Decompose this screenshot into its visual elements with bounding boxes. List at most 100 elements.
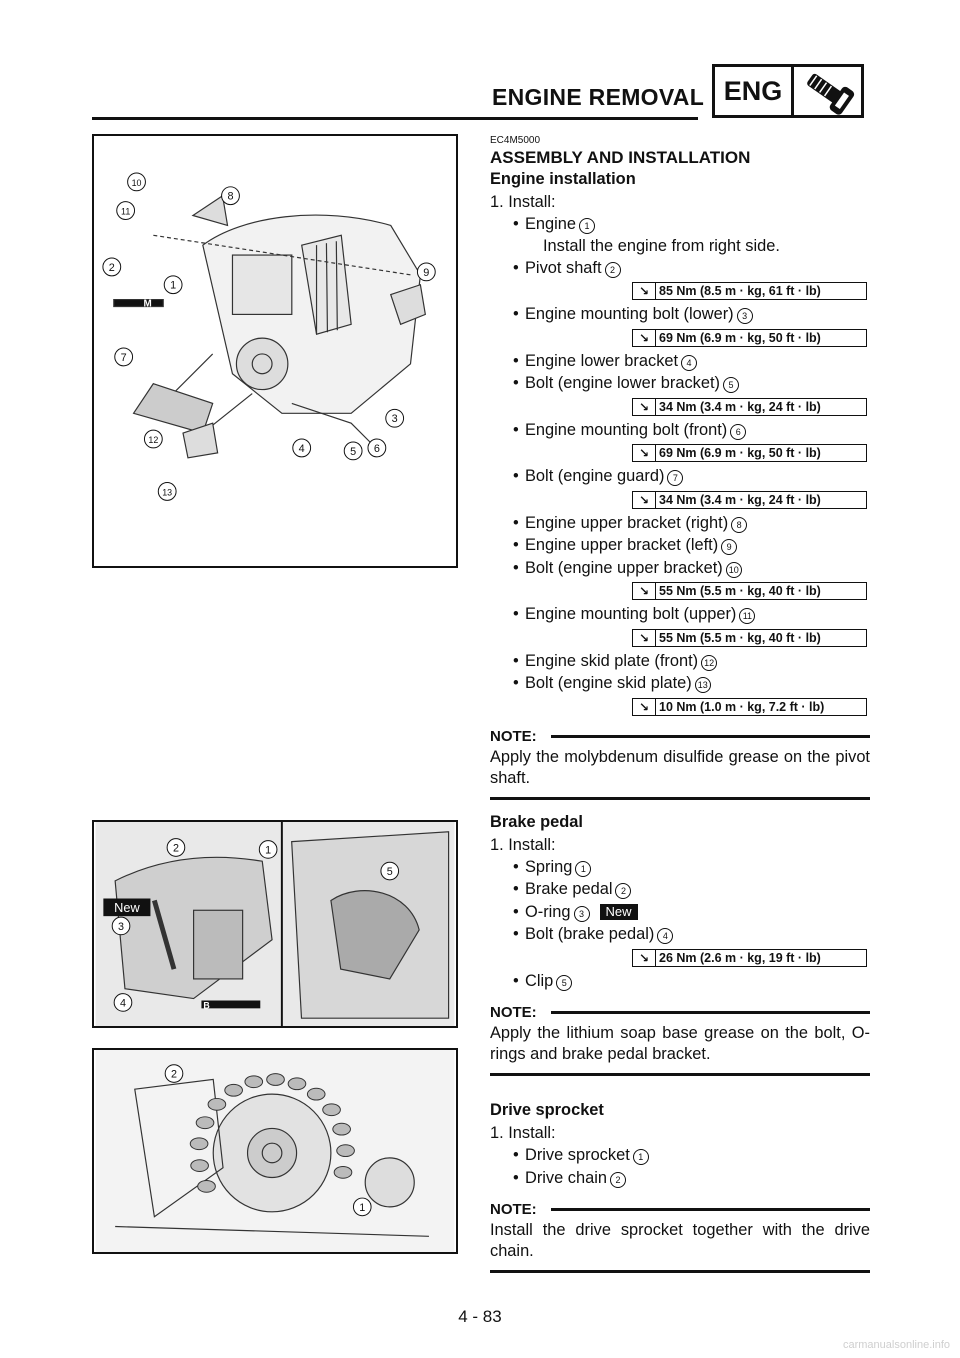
callout-circle [127,172,146,192]
callout-number: 3 [573,905,590,922]
item-label: Engine skid plate (front) [525,651,699,670]
callout-circle [116,201,136,220]
torque-spec: ↘85 Nm (8.5 m · kg, 61 ft · lb) [632,282,867,300]
chain-link [287,1077,307,1091]
callout-number: 3 [736,308,753,324]
callout-label: 13 [162,487,172,497]
callout-number: 1 [632,1149,649,1165]
list-item: Engine mounting bolt (upper)11 [513,604,870,626]
callout-label: 4 [299,443,305,455]
callout-label: 1 [359,1202,365,1214]
sprocket-step: 1. Install: [490,1124,556,1142]
callout-circle [258,840,278,859]
item-instruction: Install the engine from right side. [543,236,780,255]
callout-label: 9 [423,267,429,279]
item-label: Bolt (engine guard) [525,467,665,485]
callout-number: 2 [604,261,621,278]
header-rule [92,117,698,120]
item-label: Drive chain [525,1168,607,1187]
callout-number: 1 [579,218,596,234]
chain-link [244,1075,264,1089]
callout-label: 12 [148,435,158,445]
chain-link [322,1103,341,1117]
grease-mark-label: B [203,1000,209,1010]
engine-note: NOTE: Apply the molybdenum disulfide gre… [490,726,870,800]
chain-link [207,1097,227,1111]
torque-spec: ↘26 Nm (2.6 m · kg, 19 ft · lb) [632,948,867,967]
callout-number: 12 [701,654,718,671]
section-badge: ENG [712,64,864,118]
callout-label: 1 [170,280,176,292]
item-label: Clip [525,971,554,990]
note-text: Install the drive sprocket together with… [490,1220,870,1273]
callout-circle [113,993,133,1012]
list-item: Engine upper bracket (right)8 [513,513,870,535]
callout-circle [114,347,134,367]
torque-value: 69 Nm (6.9 m · kg, 50 ft · lb) [659,330,821,345]
sprocket-note: NOTE: Install the drive sprocket togethe… [490,1199,870,1273]
callout-label: 3 [392,413,398,425]
callout-circle [352,1197,372,1217]
item-label: Bolt (engine upper bracket) [525,558,723,577]
section-code: EC4M5000 [490,135,541,146]
callout-circle [164,1064,184,1083]
item-label: Engine upper bracket (right) [525,513,729,532]
callout-number: 2 [610,1171,626,1188]
callout-circle [385,408,405,428]
torque-wrench-icon: ↘ [633,283,656,299]
brake-note: NOTE: Apply the lithium soap base grease… [490,1002,870,1076]
torque-spec: ↘55 Nm (5.5 m · kg, 40 ft · lb) [632,628,867,647]
torque-value: 34 Nm (3.4 m · kg, 24 ft · lb) [659,399,821,414]
callout-label: 6 [374,443,380,455]
callout-number: 7 [667,470,684,486]
callout-label: 5 [350,446,356,458]
engine-installation-heading: Engine installation [490,170,636,188]
instructions-column: EC4M5000 ASSEMBLY AND INSTALLATION Engin… [490,136,870,1273]
torque-value: 55 Nm (5.5 m · kg, 40 ft · lb) [659,584,821,598]
list-item: Bolt (brake pedal)4 [513,924,870,946]
engine-step: 1. Install: [490,193,556,211]
callout-label: 3 [118,921,124,933]
callout-number: 5 [556,974,573,991]
note-label: NOTE: [490,727,537,745]
torque-value: 69 Nm (6.9 m · kg, 50 ft · lb) [659,446,821,460]
list-item: Bolt (engine lower bracket)5 [513,373,870,395]
list-item: Engine mounting bolt (front)6 [513,420,870,442]
callout-label: 7 [121,352,127,364]
chain-link [306,1087,326,1101]
callout-label: 11 [121,207,130,217]
callout-circle [292,438,312,458]
torque-value: 85 Nm (8.5 m · kg, 61 ft · lb) [659,284,821,298]
callout-circle [166,838,186,857]
callout-number: 13 [694,677,711,693]
item-label: Engine mounting bolt (lower) [525,305,734,323]
torque-spec: ↘69 Nm (6.9 m · kg, 50 ft · lb) [632,328,867,347]
watermark: carmanualsonline.info [842,1339,950,1351]
callout-circle [380,861,400,881]
item-label: Bolt (engine lower bracket) [525,374,720,392]
callout-circle [157,482,177,501]
drive-sprocket-heading: Drive sprocket [490,1101,604,1119]
item-label: Engine mounting bolt (front) [525,420,728,439]
torque-wrench-icon: ↘ [633,445,656,461]
item-label: Spring [525,857,573,876]
chain-link [190,1159,209,1172]
chain-link [195,1116,215,1130]
callout-label: 2 [171,1068,177,1080]
chain-link [336,1144,355,1158]
item-label: Bolt (engine skid plate) [525,674,692,692]
callout-label: 8 [227,191,233,203]
callout-number: 5 [722,377,739,393]
torque-wrench-icon: ↘ [633,583,656,599]
note-label: NOTE: [490,1201,537,1218]
chain-link [189,1137,209,1151]
callout-label: 2 [109,262,115,274]
item-label: Engine lower bracket [525,351,679,370]
